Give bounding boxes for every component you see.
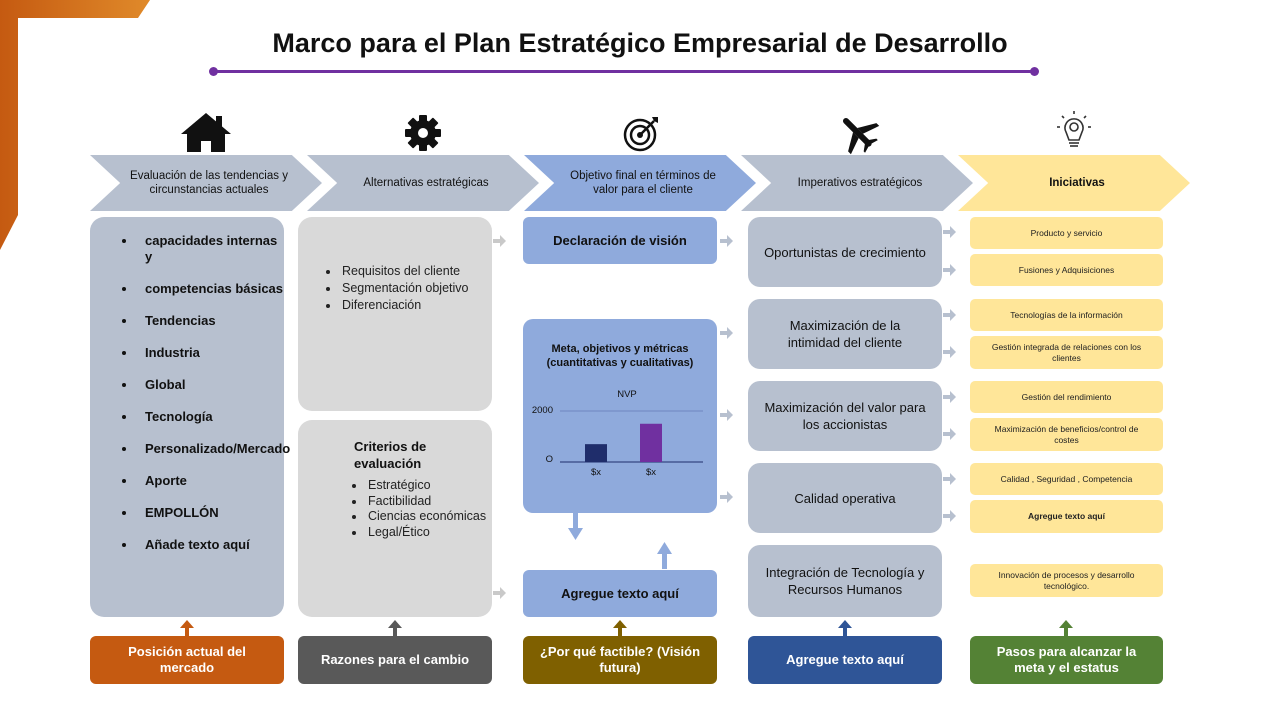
bottom-add-text: Agregue texto aquí <box>748 636 942 684</box>
x-tick-label: $x <box>591 467 601 478</box>
page-title: Marco para el Plan Estratégico Empresari… <box>272 28 1008 58</box>
list-item: Global <box>137 377 284 393</box>
current-assessment-panel: capacidades internas y competencias bási… <box>90 217 290 617</box>
header-alternatives: Alternativas estratégicas <box>307 155 539 211</box>
underline-dot-right <box>1030 67 1039 76</box>
list-item: Factibilidad <box>366 494 492 510</box>
list-item: Tendencias <box>137 313 284 329</box>
bottom-reasons-change: Razones para el cambio <box>298 636 492 684</box>
y-tick-label: O <box>546 454 553 465</box>
add-text-box: Agregue texto aquí <box>523 570 717 617</box>
initiative-item: Tecnologías de la información <box>970 299 1163 331</box>
list-item: Diferenciación <box>340 297 492 314</box>
initiative-item: Fusiones y Adquisiciones <box>970 254 1163 286</box>
list-item: Segmentación objetivo <box>340 280 492 297</box>
list-item: Añade texto aquí <box>137 537 284 553</box>
gear-icon <box>405 115 441 151</box>
title-underline <box>213 70 1035 73</box>
airplane-icon <box>842 117 880 155</box>
initiative-item: Gestión integrada de relaciones con los … <box>970 336 1163 369</box>
strategic-alternatives-panel: Requisitos del cliente Segmentación obje… <box>298 217 492 411</box>
bottom-market-position: Posición actual del mercado <box>90 636 284 684</box>
lightbulb-gear-icon <box>1057 111 1091 147</box>
target-icon <box>623 117 658 152</box>
list-item: Requisitos del cliente <box>340 263 492 280</box>
underline-dot-left <box>209 67 218 76</box>
list-item: Legal/Ético <box>366 525 492 541</box>
list-item: capacidades internas y <box>137 233 284 265</box>
home-icon <box>181 113 231 152</box>
list-item: Estratégico <box>366 478 492 494</box>
imperative-shareholder-value: Maximización del valor para los accionis… <box>748 381 942 451</box>
bottom-feasible: ¿Por qué factible? (Visión futura) <box>523 636 717 684</box>
initiative-item: Innovación de procesos y desarrollo tecn… <box>970 564 1163 597</box>
list-item: Aporte <box>137 473 284 489</box>
imperative-growth: Oportunistas de crecimiento <box>748 217 942 287</box>
nvp-chart: NVP $x $x O 2000 <box>532 389 703 478</box>
header-imperatives: Imperativos estratégicos <box>741 155 973 211</box>
imperative-tech-hr: Integración de Tecnología y Recursos Hum… <box>748 545 942 617</box>
imperative-operational-quality: Calidad operativa <box>748 463 942 533</box>
initiative-item: Producto y servicio <box>970 217 1163 249</box>
bottom-steps-goal: Pasos para alcanzar la meta y el estatus <box>970 636 1163 684</box>
header-evaluation: Evaluación de las tendencias y circunsta… <box>90 155 322 211</box>
x-tick-label: $x <box>646 467 656 478</box>
goals-metrics-panel: Meta, objetivos y métricas (cuantitativa… <box>523 319 717 513</box>
chart-title: NVP <box>617 389 637 400</box>
initiative-item: Agregue texto aquí <box>970 500 1163 533</box>
goals-metrics-title: Meta, objetivos y métricas (cuantitativa… <box>546 343 694 369</box>
header-initiatives: Iniciativas <box>958 155 1190 211</box>
list-item: Industria <box>137 345 284 361</box>
evaluation-criteria-panel: Criterios de evaluación Estratégico Fact… <box>298 420 492 617</box>
header-objective: Objetivo final en términos de valor para… <box>524 155 756 211</box>
list-item: competencias básicas <box>137 281 284 297</box>
initiative-item: Calidad , Seguridad , Competencia <box>970 463 1163 495</box>
list-item: EMPOLLÓN <box>137 505 284 521</box>
initiative-item: Maximización de beneficios/control de co… <box>970 418 1163 451</box>
vision-statement-box: Declaración de visión <box>523 217 717 264</box>
corner-decoration <box>0 0 150 250</box>
imperative-customer-intimacy: Maximización de la intimidad del cliente <box>748 299 942 369</box>
evaluation-criteria-heading: Criterios de evaluación <box>354 439 427 471</box>
chart-bar <box>640 423 662 462</box>
list-item: Personalizado/Mercado <box>137 441 290 457</box>
list-item: Tecnología <box>137 409 284 425</box>
list-item: Ciencias económicas <box>366 509 492 525</box>
y-tick-label: 2000 <box>532 405 553 416</box>
chart-bar <box>585 444 607 462</box>
initiative-item: Gestión del rendimiento <box>970 381 1163 413</box>
